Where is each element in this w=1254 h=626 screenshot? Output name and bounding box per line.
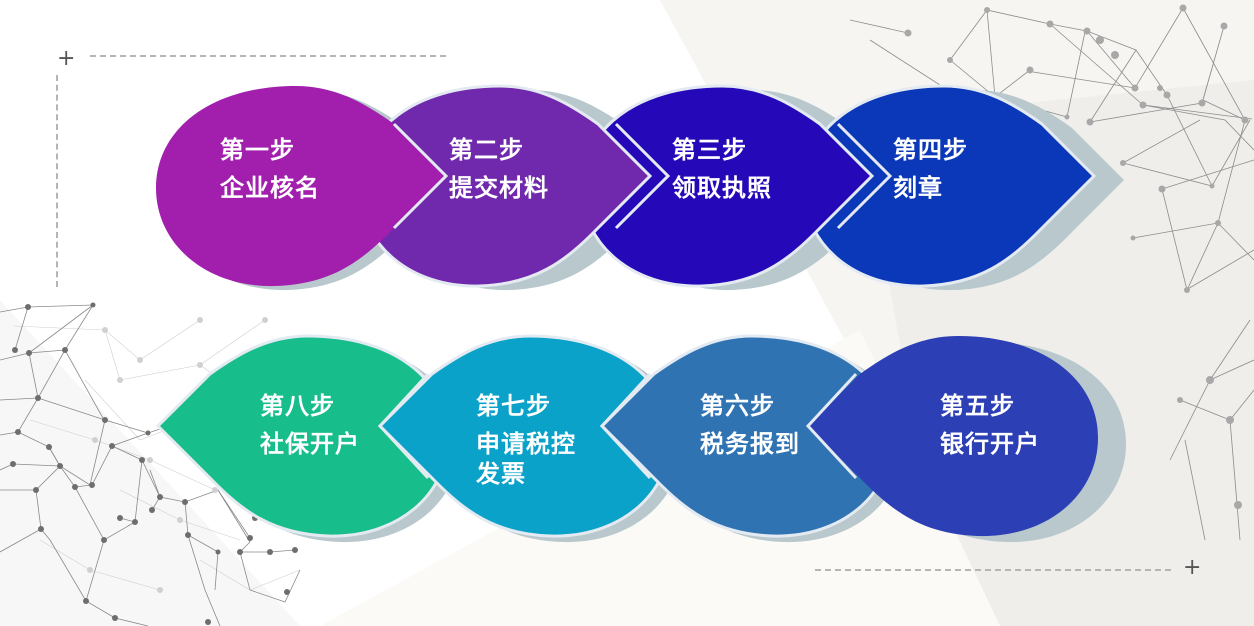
step-1-desc: 企业核名	[220, 174, 320, 202]
step-2-label: 第二步 提交材料	[449, 131, 549, 207]
step-2-desc: 提交材料	[449, 174, 549, 202]
step-5-title: 第五步	[940, 392, 1015, 420]
step-5-label: 第五步 银行开户	[940, 387, 1040, 463]
step-3-desc: 领取执照	[672, 174, 772, 202]
step-3-label: 第三步 领取执照	[672, 131, 772, 207]
step-6-desc: 税务报到	[700, 430, 800, 458]
step-6-label: 第六步 税务报到	[700, 387, 800, 463]
step-3-title: 第三步	[672, 136, 747, 164]
row1-chevrons	[392, 122, 893, 230]
step-8-title: 第八步	[260, 392, 335, 420]
row2-chevrons	[377, 372, 858, 480]
corner-plus-mark-top-left: +	[57, 46, 76, 71]
step-1-label: 第一步 企业核名	[220, 131, 320, 207]
corner-plus-mark-bottom-right: +	[1183, 555, 1202, 580]
step-2-title: 第二步	[449, 136, 524, 164]
dashed-line-left	[56, 75, 58, 287]
step-8-desc: 社保开户	[260, 430, 360, 458]
step-1-title: 第一步	[220, 136, 295, 164]
step-6-title: 第六步	[700, 392, 775, 420]
step-8-label: 第八步 社保开户	[260, 387, 360, 463]
dashed-line-top	[90, 55, 446, 57]
step-7-desc: 申请税控发票	[476, 430, 576, 488]
step-5-desc: 银行开户	[940, 430, 1040, 458]
step-4-label: 第四步 刻章	[893, 131, 968, 207]
step-7-title: 第七步	[476, 392, 551, 420]
step-7-label: 第七步 申请税控发票	[476, 387, 586, 489]
step-4-title: 第四步	[893, 136, 968, 164]
dashed-line-bottom	[815, 569, 1171, 571]
step-4-desc: 刻章	[893, 174, 943, 202]
